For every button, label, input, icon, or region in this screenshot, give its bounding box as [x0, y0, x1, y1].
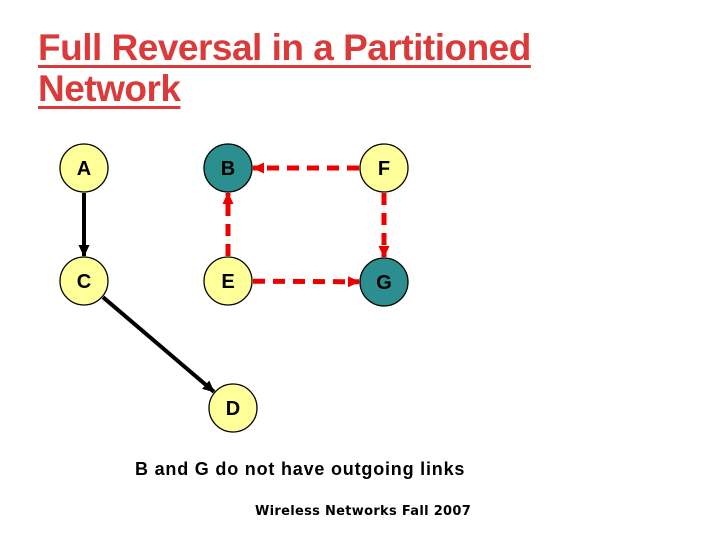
node-G	[359, 257, 409, 307]
node-F	[359, 143, 409, 193]
slide-title: Full Reversal in a Partitioned Network	[38, 27, 531, 109]
node-label-F: F	[378, 158, 390, 180]
node-label-E: E	[221, 271, 234, 293]
node-label-C: C	[77, 271, 91, 293]
node-label-B: B	[221, 158, 235, 180]
edge-C-D	[101, 295, 216, 394]
caption-text: B and G do not have outgoing links	[135, 459, 466, 479]
title-line-2: Network	[38, 68, 181, 109]
node-B	[203, 143, 253, 193]
node-C	[59, 256, 109, 306]
nodes-layer: A B F C E G D	[59, 143, 409, 433]
node-label-G: G	[376, 272, 392, 294]
node-label-D: D	[226, 398, 240, 420]
node-label-A: A	[77, 158, 91, 180]
node-D	[208, 383, 258, 433]
edge-E-G	[252, 276, 360, 288]
node-E	[203, 256, 253, 306]
node-A	[59, 143, 109, 193]
title-line-1: Full Reversal in a Partitioned	[38, 27, 531, 68]
footer-text: Wireless Networks Fall 2007	[255, 504, 472, 519]
edges-layer	[78, 162, 390, 394]
